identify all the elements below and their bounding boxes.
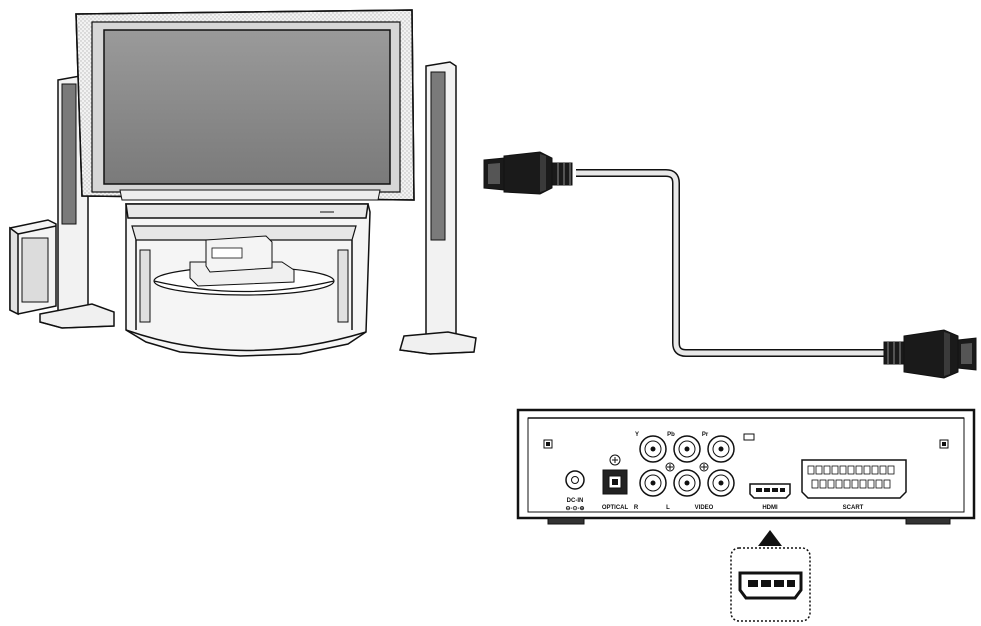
dc-in-label: DC-IN: [567, 498, 584, 504]
pb-label: Pb: [667, 432, 675, 438]
tv-icon: [75, 9, 415, 201]
video-label: VIDEO: [695, 505, 714, 511]
hdmi-port-icon: [738, 571, 803, 600]
tv-stand: [125, 203, 371, 357]
scart-port: SCART: [801, 459, 907, 511]
hdmi-port-closeup: [730, 547, 811, 622]
component-video-ports: Y Pb Pr: [635, 432, 735, 463]
scart-label: SCART: [843, 505, 864, 511]
pr-label: Pr: [702, 432, 709, 438]
tv-setup: [9, 9, 477, 357]
subwoofer-icon: [9, 219, 57, 316]
hdmi-port: HDMI: [749, 483, 791, 511]
l-label: L: [666, 505, 670, 511]
device-rear-panel: DC-IN ⊖-⊙-⊕ OPTICAL Y Pb Pr: [516, 408, 976, 525]
y-label: Y: [635, 432, 639, 438]
optical-label: OPTICAL: [602, 505, 629, 511]
dc-in-polarity-icon: ⊖-⊙-⊕: [565, 506, 584, 512]
ground-marks: [665, 462, 709, 472]
hdmi-plug-right: [883, 329, 977, 379]
audio-video-ports: R L VIDEO: [634, 469, 735, 511]
hdmi-plug-left: [483, 151, 573, 195]
r-label: R: [634, 505, 639, 511]
arrow-up-icon: [758, 530, 782, 546]
optical-port: OPTICAL: [602, 454, 629, 511]
dc-in-port: DC-IN ⊖-⊙-⊕: [565, 470, 585, 512]
speaker-icon: [399, 61, 477, 355]
hdmi-label: HDMI: [762, 505, 778, 511]
hdmi-cable-icon: [483, 151, 977, 379]
